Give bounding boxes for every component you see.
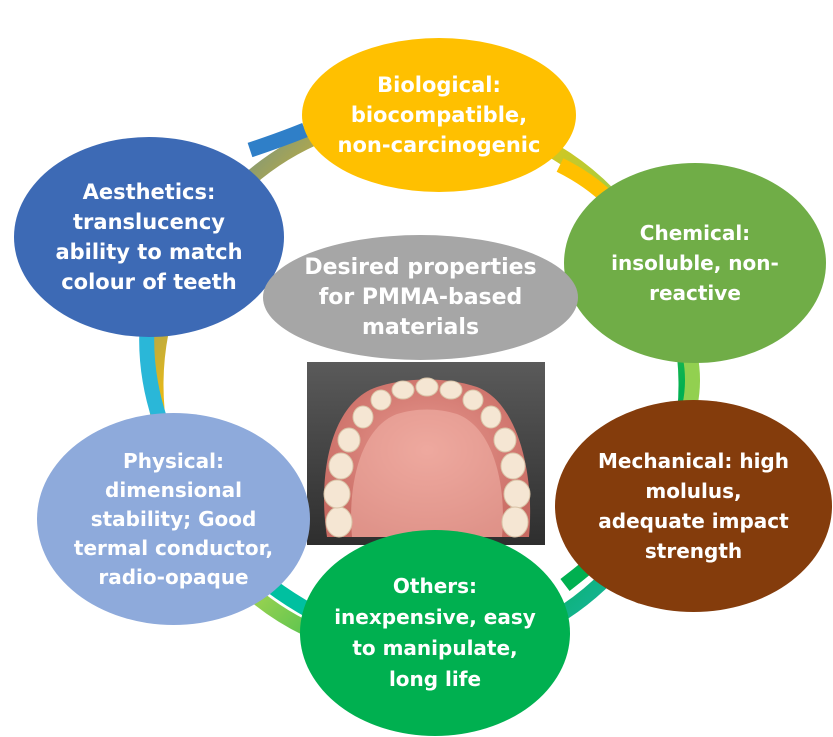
node-mechanical-label: Mechanical: high molulus, adequate impac… (598, 446, 789, 566)
node-aesthetics: Aesthetics: translucency ability to matc… (14, 137, 284, 337)
node-mechanical: Mechanical: high molulus, adequate impac… (555, 400, 832, 612)
node-physical: Physical: dimensional stability; Good te… (37, 413, 310, 625)
node-others: Others: inexpensive, easy to manipulate,… (300, 530, 570, 736)
node-aesthetics-label: Aesthetics: translucency ability to matc… (55, 177, 242, 297)
denture-photo (307, 362, 545, 545)
node-chemical-label: Chemical: insoluble, non- reactive (611, 218, 779, 308)
node-chemical: Chemical: insoluble, non- reactive (564, 163, 826, 363)
node-physical-label: Physical: dimensional stability; Good te… (74, 447, 273, 592)
node-center: Desired properties for PMMA-based materi… (263, 235, 578, 360)
node-biological-label: Biological: biocompatible, non-carcinoge… (338, 70, 541, 160)
node-others-label: Others: inexpensive, easy to manipulate,… (334, 571, 536, 695)
node-center-label: Desired properties for PMMA-based materi… (304, 253, 536, 343)
denture-photo-icon (307, 362, 545, 545)
node-biological: Biological: biocompatible, non-carcinoge… (302, 38, 576, 192)
